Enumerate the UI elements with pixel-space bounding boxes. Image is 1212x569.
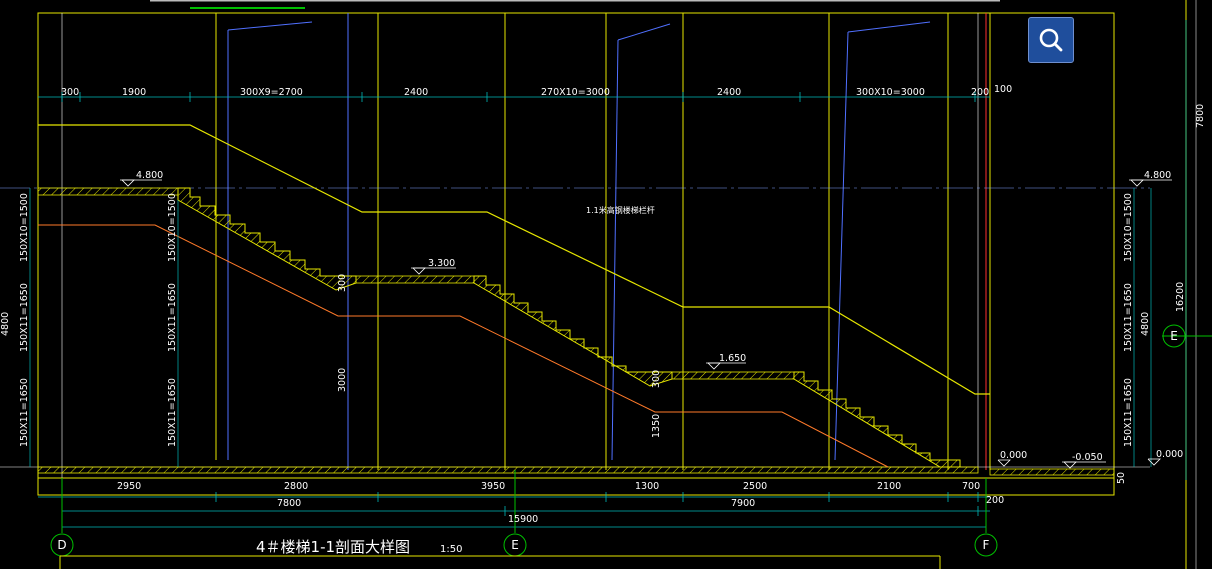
mid-vdim-300-a: 300	[337, 274, 348, 292]
top-dim-5: 270X10=3000	[541, 87, 610, 98]
top-dim-2: 1900	[122, 87, 146, 98]
drawing-scale: 1:50	[440, 544, 462, 555]
bottom-dim-9: 7900	[731, 498, 755, 509]
bottom-total-dim: 15900	[508, 514, 538, 525]
top-dim-3: 300X9=2700	[240, 87, 303, 98]
bottom-dim-1: 2950	[117, 481, 141, 492]
inner-vdim-3: 150X11=1650	[167, 378, 178, 447]
column-lines	[61, 13, 991, 495]
bottom-dim-7: 700	[962, 481, 980, 492]
left-vdim-4: 4800	[0, 312, 11, 336]
axis-label-e-right: E	[1170, 329, 1178, 343]
inner-vdim-1: 150X10=1500	[167, 193, 178, 262]
axis-label-f: F	[983, 538, 990, 552]
top-dim-4: 2400	[404, 87, 428, 98]
bottom-dim-6: 2100	[877, 481, 901, 492]
bottom-dim-2: 2800	[284, 481, 308, 492]
top-dim-7: 300X10=3000	[856, 87, 925, 98]
title-underline	[59, 555, 941, 569]
right-vdim-4: 4800	[1140, 312, 1151, 336]
left-vdim-3: 150X11=1650	[19, 378, 30, 447]
mid-vdim-3000: 3000	[337, 368, 348, 392]
bottom-dim-3: 3950	[481, 481, 505, 492]
right-vdim-1: 150X10=1500	[1123, 193, 1134, 262]
left-vdim-1: 150X10=1500	[19, 193, 30, 262]
search-icon	[1039, 28, 1063, 52]
elev-0000-mid: 0.000	[1000, 450, 1027, 461]
top-dim-6: 2400	[717, 87, 741, 98]
top-dim-9: 100	[994, 84, 1012, 95]
elev-minus-0050: -0.050	[1072, 452, 1103, 463]
axis-label-d: D	[57, 538, 66, 552]
axis-label-e: E	[511, 538, 519, 552]
stair-flights	[177, 187, 961, 468]
bottom-dim-8: 7800	[277, 498, 301, 509]
drawing-title: 4＃楼梯1-1剖面大样图	[256, 538, 410, 556]
stair-top-outline	[38, 124, 990, 395]
mid-vdim-300-b: 300	[651, 370, 662, 388]
stair-underside	[38, 224, 889, 468]
right-vdim-3: 150X11=1650	[1123, 378, 1134, 447]
bottom-dim-5: 2500	[743, 481, 767, 492]
right-vdim-2: 150X11=1650	[1123, 283, 1134, 352]
top-dim-8: 200	[971, 87, 989, 98]
search-button[interactable]	[1028, 17, 1074, 63]
dimension-lines	[29, 20, 1187, 528]
inner-vdim-2: 150X11=1650	[167, 283, 178, 352]
bottom-dim-10: 200	[986, 495, 1004, 506]
mid-vdim-50: 50	[1116, 472, 1127, 484]
elev-3300: 3.300	[428, 258, 455, 269]
bottom-dim-4: 1300	[635, 481, 659, 492]
axis-bubble-e-right	[1162, 324, 1186, 348]
floor-slab	[37, 187, 1115, 476]
axis-labels: D E F E	[57, 329, 1177, 552]
mid-vdim-1350: 1350	[651, 414, 662, 438]
dimension-texts: 300 1900 300X9=2700 2400 270X10=3000 240…	[0, 84, 1206, 525]
elev-1650: 1.650	[719, 353, 746, 364]
elevation-markers	[120, 179, 1172, 469]
grid-axis-lines	[50, 324, 1212, 557]
railing-note: 1.1米高钢楼梯栏杆	[586, 205, 655, 215]
left-vdim-2: 150X11=1650	[19, 283, 30, 352]
right-vdim-5: 16200	[1175, 282, 1186, 312]
right-vdim-6: 7800	[1195, 104, 1206, 128]
elev-4800-right: 4.800	[1144, 170, 1171, 181]
elev-4800-left: 4.800	[136, 170, 163, 181]
axis-bubble-f	[974, 533, 998, 557]
elev-0000-right: 0.000	[1156, 449, 1183, 460]
top-dim-1: 300	[61, 87, 79, 98]
